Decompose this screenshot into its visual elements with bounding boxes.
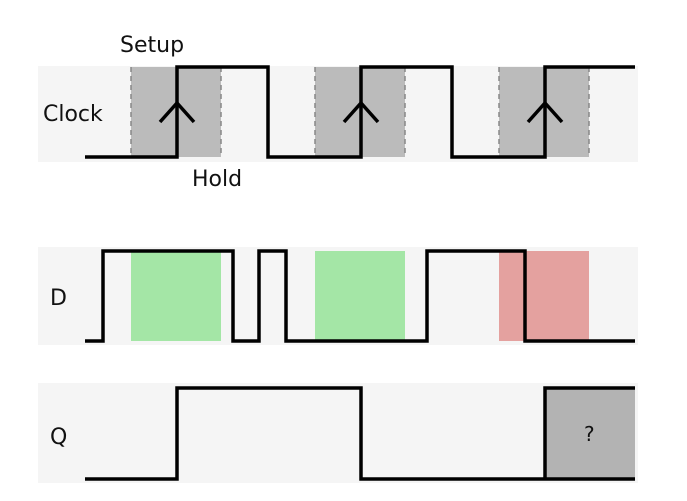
q-waveform [85,386,635,481]
d-regions [131,251,589,341]
clock-label: Clock [43,102,103,127]
rising-edge-arrow-icon [342,100,380,124]
rising-edge-arrow-icon [526,100,564,124]
d-stable-region-2 [315,251,405,341]
clock-waveform [85,65,635,159]
setup-label: Setup [120,33,184,58]
d-waveform [85,249,635,343]
unknown-state-label: ? [584,422,595,446]
q-label: Q [50,425,67,450]
window-dashed-edges [130,67,590,157]
d-label: D [50,286,67,311]
rising-edge-arrow-icon [158,100,196,124]
q-row-background [38,383,638,483]
rising-edge-arrows [158,100,564,124]
d-stable-region-1 [131,251,221,341]
q-unknown-region [545,388,635,479]
hold-label: Hold [192,167,242,192]
d-violation-region [499,251,589,341]
